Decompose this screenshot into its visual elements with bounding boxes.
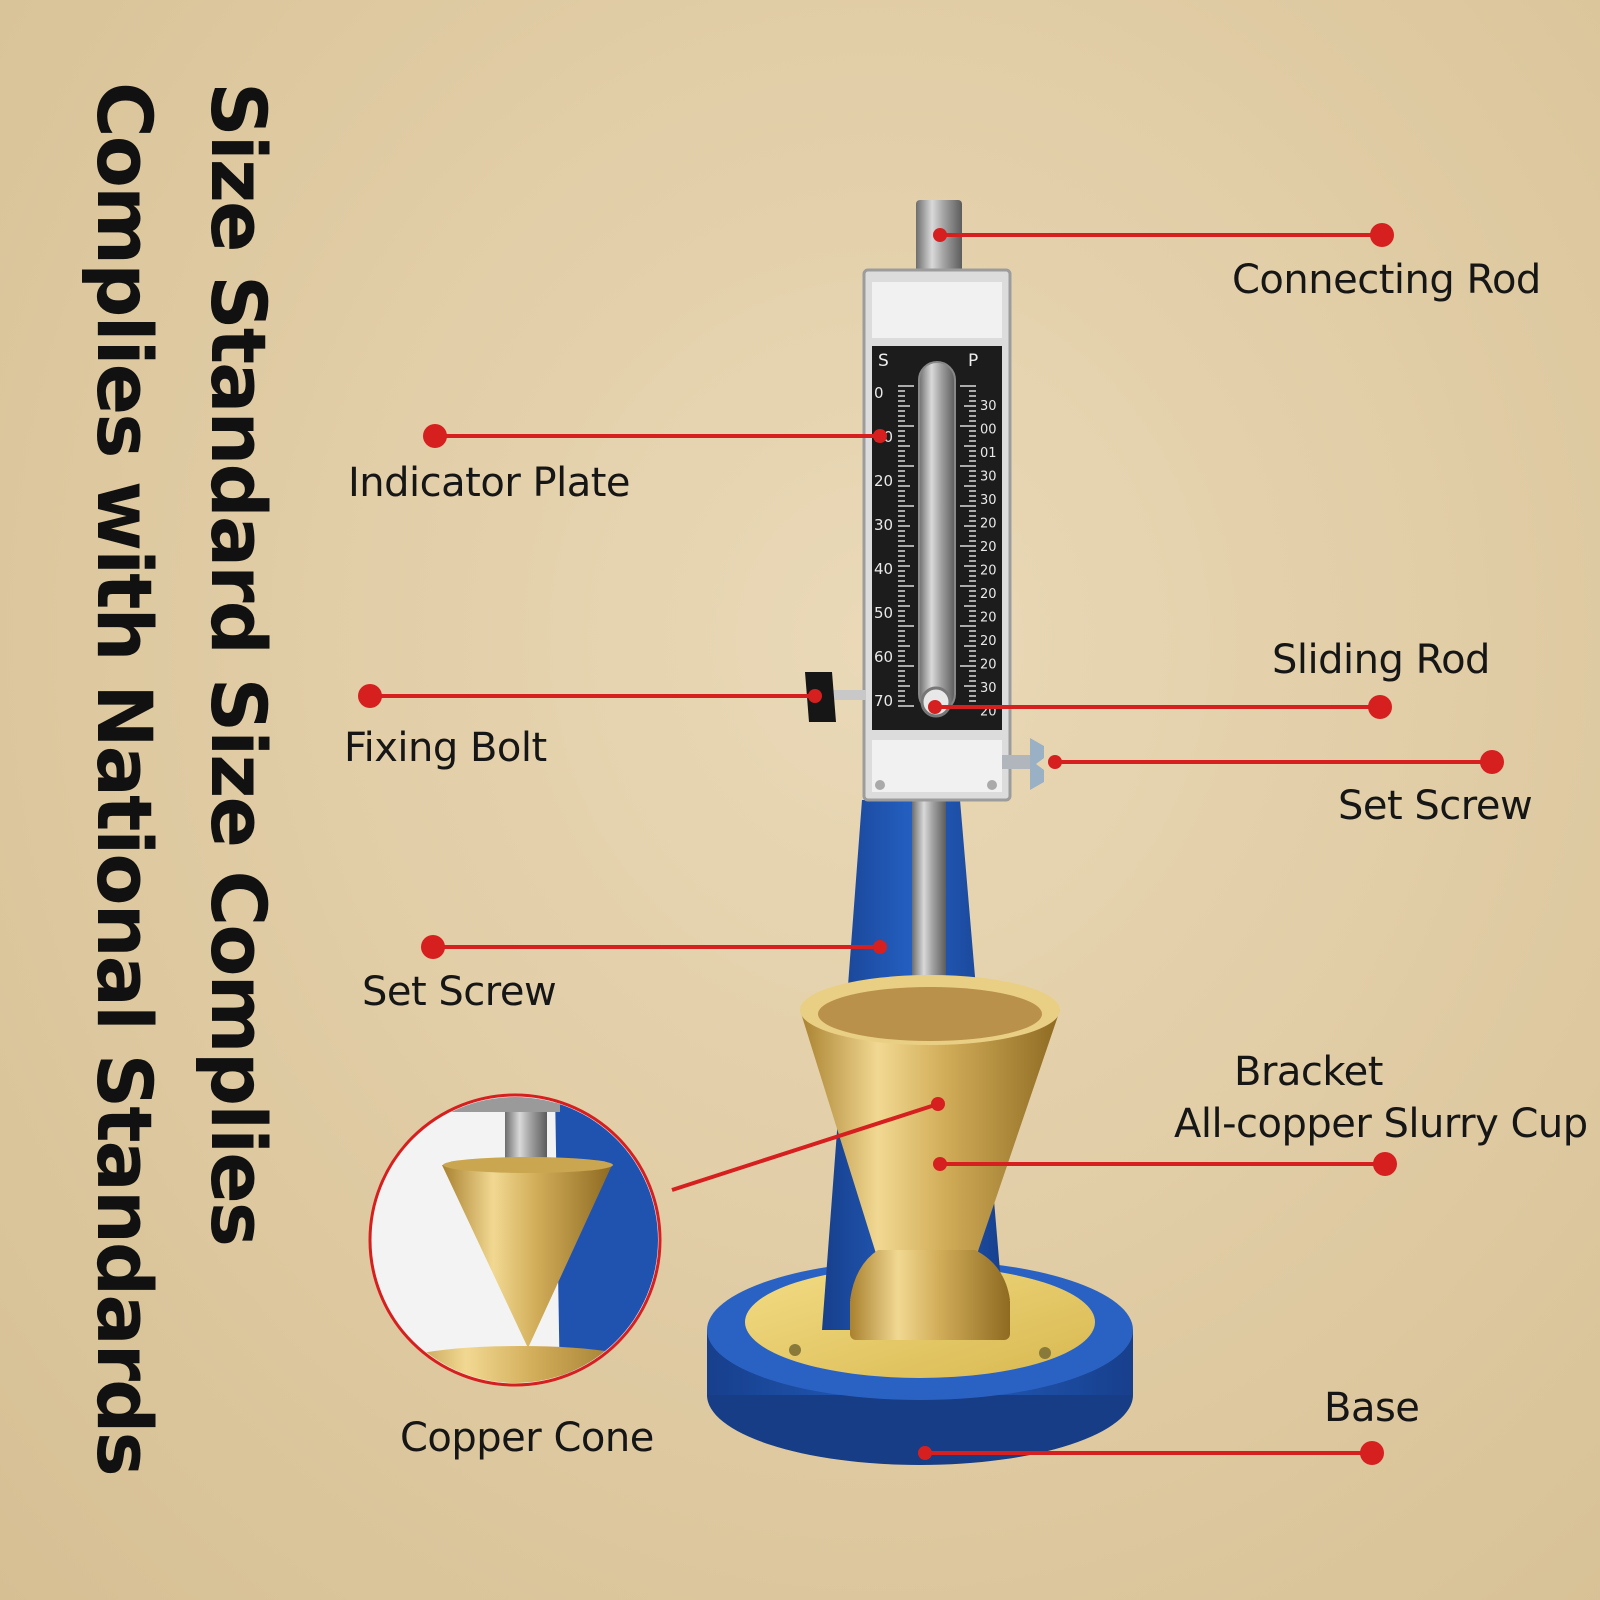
label-sliding-rod: Sliding Rod xyxy=(1272,637,1490,683)
label-connecting-rod: Connecting Rod xyxy=(1232,257,1541,303)
scale-number-right: 20 xyxy=(980,564,997,579)
title-line-2: Complies with National Standards xyxy=(80,82,169,1475)
scale-number-right: 20 xyxy=(980,587,997,602)
scale-number-right: 20 xyxy=(980,611,997,626)
scale-number-left: 50 xyxy=(874,604,893,622)
indicator-plate xyxy=(862,268,1012,802)
scale-number-right: 20 xyxy=(980,517,997,532)
title-line-1: Size Standard Size Complies xyxy=(194,82,283,1246)
scale-number-right: 01 xyxy=(980,446,997,461)
scale-number-left: 20 xyxy=(874,472,893,490)
scale-number-left: 30 xyxy=(874,516,893,534)
label-fixing-bolt: Fixing Bolt xyxy=(344,725,547,771)
scale-number-right: 20 xyxy=(980,658,997,673)
label-copper-cone: Copper Cone xyxy=(400,1415,654,1461)
copper-cone-image xyxy=(442,1165,612,1348)
scale-number-right: 20 xyxy=(980,634,997,649)
set-screw-right-knob xyxy=(1002,738,1044,790)
slurry-cup xyxy=(800,975,1060,1340)
label-set-screw-left: Set Screw xyxy=(362,969,557,1015)
scale-number-right: 30 xyxy=(980,681,997,696)
scale-number-right: 30 xyxy=(980,493,997,508)
scale-number-right: 00 xyxy=(980,423,997,438)
scale-number-left: 40 xyxy=(874,560,893,578)
label-bracket: Bracket xyxy=(1234,1049,1383,1095)
label-base: Base xyxy=(1324,1385,1420,1431)
callout-line-copper-cone xyxy=(671,1102,939,1192)
scale-number-left: 60 xyxy=(874,648,893,666)
label-set-screw-right: Set Screw xyxy=(1338,783,1533,829)
scale-number-left: 70 xyxy=(874,692,893,710)
label-slurry-cup: All-copper Slurry Cup xyxy=(1174,1101,1588,1147)
scale-number-right: 20 xyxy=(980,540,997,555)
scale-number-right: 30 xyxy=(980,399,997,414)
scale-header-right: P xyxy=(968,351,978,371)
label-indicator-plate: Indicator Plate xyxy=(348,460,631,506)
callout-dot-connecting-rod xyxy=(1370,223,1394,247)
cone-inset xyxy=(368,1093,662,1387)
scale-number-right: 30 xyxy=(980,470,997,485)
scale-number-left: 0 xyxy=(874,384,884,402)
scale-header-left: S xyxy=(878,351,889,371)
